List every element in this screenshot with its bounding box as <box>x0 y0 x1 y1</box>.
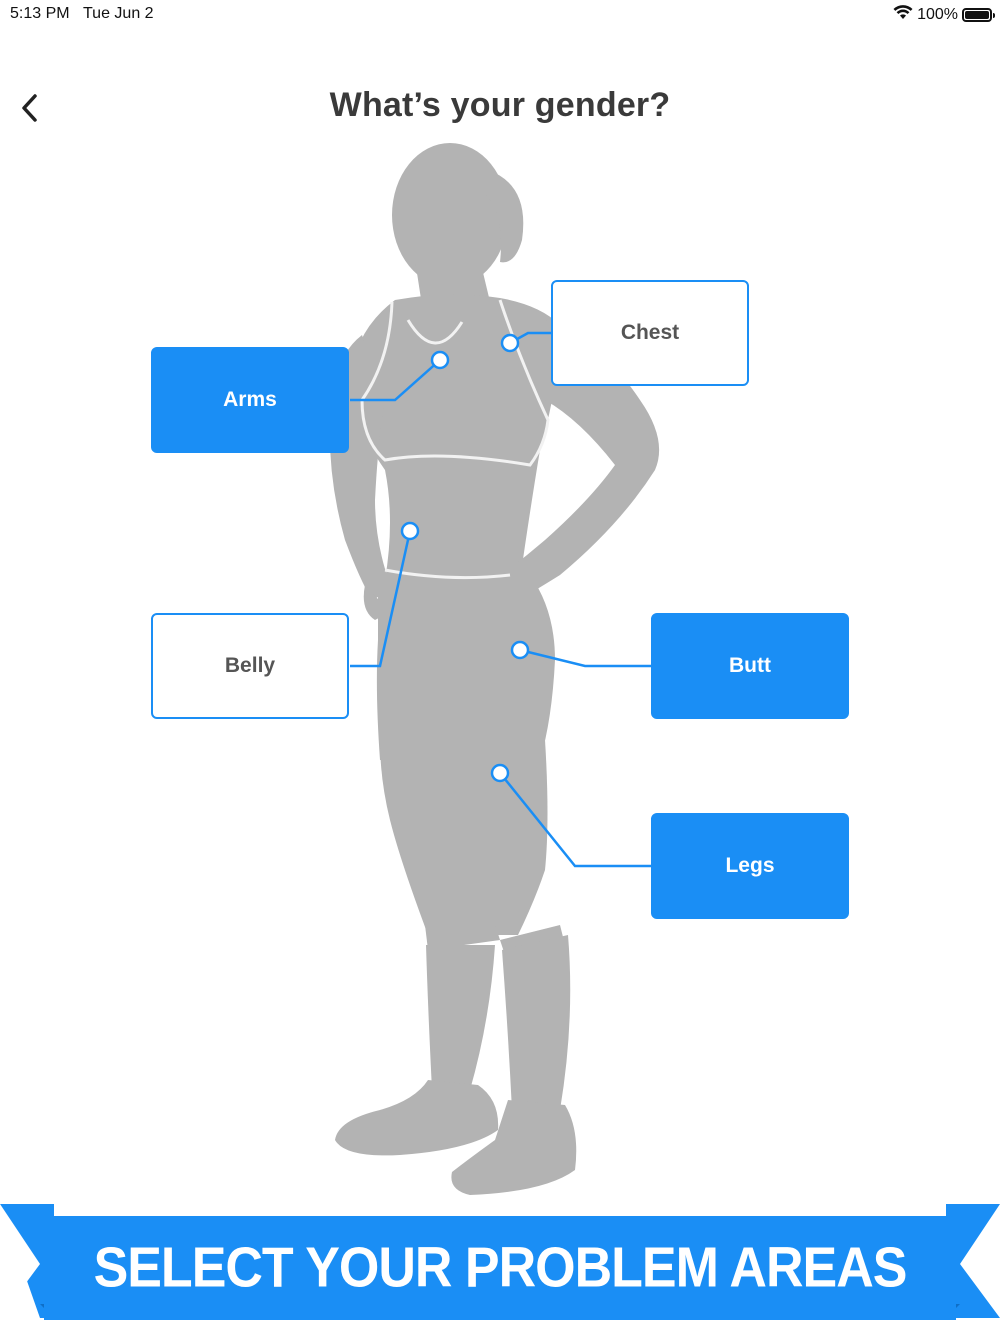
battery-percent: 100% <box>917 5 958 23</box>
area-chest-button[interactable]: Chest <box>551 280 749 386</box>
back-button[interactable] <box>10 86 50 130</box>
area-belly-button[interactable]: Belly <box>151 613 349 719</box>
area-legs-button[interactable]: Legs <box>651 813 849 919</box>
area-arms-button[interactable]: Arms <box>151 347 349 453</box>
status-time: 5:13 PM <box>10 5 70 22</box>
page-title: What’s your gender? <box>329 86 671 124</box>
area-butt-button[interactable]: Butt <box>651 613 849 719</box>
chevron-left-icon <box>22 94 37 122</box>
status-date: Tue Jun 2 <box>83 5 154 22</box>
battery-icon <box>962 7 995 22</box>
wifi-icon <box>893 4 913 25</box>
status-indicators: 100% <box>893 4 995 25</box>
status-bar: 5:13 PM Tue Jun 2 100% <box>0 0 1000 28</box>
ribbon-banner <box>0 1204 1000 1320</box>
banner-text: SELECT YOUR PROBLEM AREAS <box>93 1236 908 1300</box>
